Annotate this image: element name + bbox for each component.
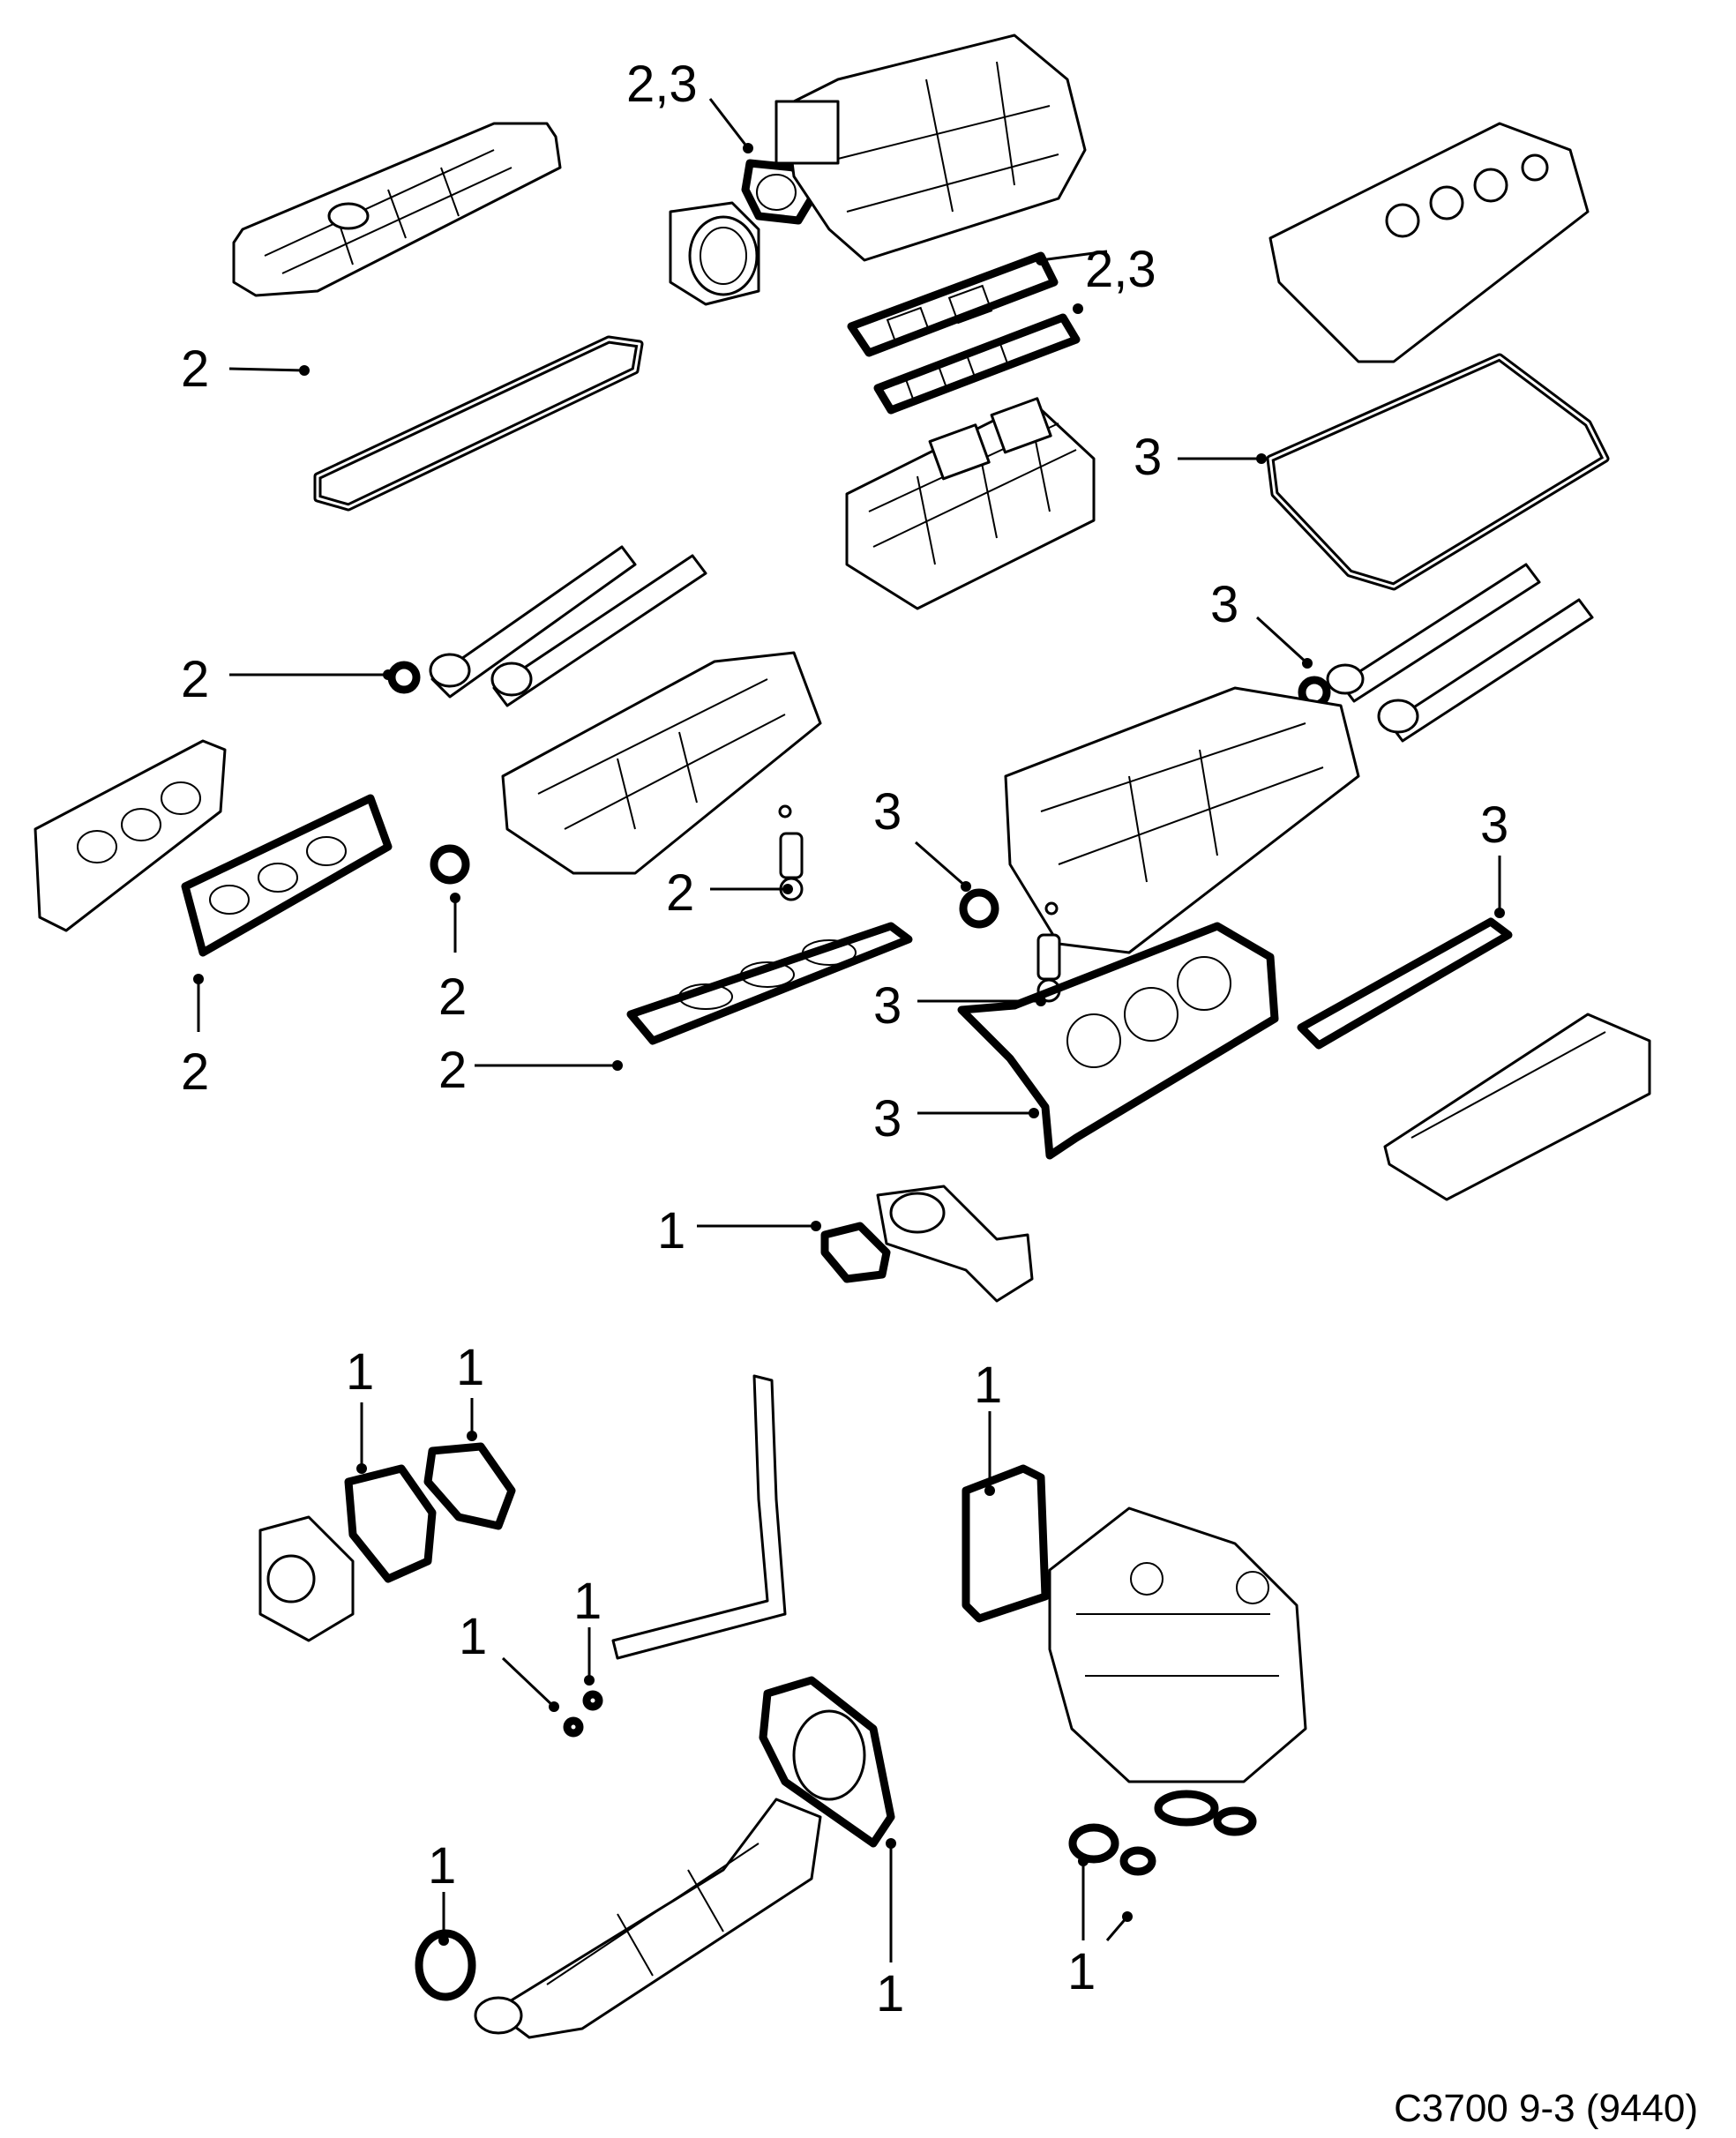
rear-main-seal-housing	[759, 1676, 895, 1848]
seal-mid-left	[430, 844, 470, 885]
thermostat-gasket	[820, 1222, 891, 1283]
camshafts-left	[429, 545, 707, 707]
callout-label: 3	[1134, 429, 1162, 486]
oring-large-2	[1213, 1806, 1257, 1836]
water-pump-gasket-2	[423, 1442, 516, 1530]
exhaust-manifold-right	[1383, 1013, 1651, 1201]
oring-large-4	[1119, 1846, 1156, 1876]
callout-label: 3	[873, 783, 902, 841]
dipstick-tube	[611, 1374, 787, 1660]
oring-large-1	[1154, 1790, 1219, 1827]
diagram-reference-code: C3700 9-3 (9440)	[1394, 2087, 1698, 2130]
callout-label: 1	[428, 1837, 456, 1895]
thermostat-housing	[876, 1185, 1034, 1303]
throttle-body	[669, 201, 760, 306]
cylinder-head-left	[501, 651, 822, 875]
callout-label: 1	[1067, 1943, 1096, 2000]
water-pump	[258, 1515, 355, 1642]
seal-mid-right	[959, 888, 999, 929]
camshafts-right	[1326, 563, 1594, 743]
callout-label: 1	[459, 1608, 487, 1665]
callout-label: 2	[666, 864, 694, 922]
callout-label: 2	[181, 651, 209, 708]
callout-labels: 2,3 2,3 2 3 2 3 3 3 2 2 2 2 3 2 3 1 1 1 …	[181, 56, 1508, 2022]
exhaust-gasket-right	[1297, 917, 1513, 1050]
callout-label: 2,3	[626, 56, 698, 113]
leader-lines	[193, 98, 1505, 1962]
callout-label: 3	[873, 977, 902, 1035]
valve-cover-gasket-left	[313, 335, 644, 512]
callout-label: 2	[438, 968, 467, 1026]
oil-filter-housing	[1048, 1506, 1307, 1783]
callout-label: 3	[1480, 796, 1508, 854]
callout-label: 1	[346, 1343, 374, 1401]
head-gasket-right	[957, 922, 1279, 1160]
valve-cover-gasket-right	[1266, 353, 1610, 591]
valve-cover-right	[1268, 122, 1590, 363]
callout-label: 1	[974, 1357, 1002, 1414]
callout-label: 2	[181, 340, 209, 398]
cylinder-head-right	[1004, 686, 1360, 954]
crankshaft	[474, 1798, 822, 2039]
oring-small-2	[563, 1716, 584, 1738]
callout-label: 1	[456, 1339, 484, 1396]
oring-small-1	[582, 1690, 603, 1711]
callout-label: 3	[1210, 576, 1238, 633]
crank-front-seal	[415, 1929, 476, 2001]
cam-seal-left	[387, 661, 421, 694]
callout-label: 2,3	[1085, 241, 1156, 298]
oil-filter-housing-gasket	[962, 1464, 1050, 1623]
callout-label: 1	[876, 1965, 904, 2022]
oring-large-3	[1068, 1823, 1119, 1864]
upper-intake-plenum	[774, 34, 1087, 262]
intake-manifold-left	[232, 122, 562, 297]
water-pump-gasket-1	[344, 1464, 437, 1583]
lower-intake-manifold	[845, 397, 1096, 610]
callout-label: 2	[438, 1042, 467, 1099]
exhaust-gasket-left	[181, 794, 393, 957]
callout-label: 1	[657, 1202, 685, 1260]
plenum-gasket	[847, 251, 1081, 415]
callout-label: 3	[873, 1090, 902, 1147]
callout-label: 1	[573, 1573, 602, 1630]
callout-label: 2	[181, 1043, 209, 1101]
exhaust-manifold-left	[34, 739, 227, 932]
head-gasket-left	[626, 922, 913, 1045]
